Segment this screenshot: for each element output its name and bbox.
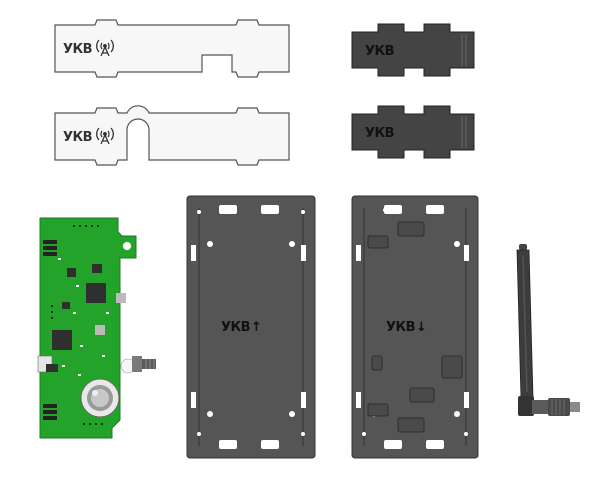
tray-left: УКВ ↑ — [186, 195, 316, 459]
panel-label: УКВ — [63, 130, 92, 145]
small-chip — [62, 302, 70, 309]
antenna-icon — [96, 39, 114, 57]
crystal — [95, 325, 105, 335]
tray-label: УКВ — [386, 320, 415, 335]
tray-label: УКВ — [221, 320, 250, 335]
antenna-icon — [96, 127, 114, 145]
dark-panel-top: УКВ — [351, 23, 475, 77]
crystal — [116, 293, 126, 303]
panel-label: УКВ — [365, 126, 394, 141]
mcu-chip — [86, 283, 106, 303]
arrow-up-icon: ↑ — [251, 320, 261, 335]
light-panel-bottom: УКВ — [54, 105, 290, 166]
light-panel-top: УКВ — [54, 19, 290, 78]
rf-chip — [52, 330, 72, 350]
arrow-down-icon: ↓ — [416, 320, 426, 335]
sma-connector — [132, 356, 156, 372]
small-chip — [92, 264, 102, 273]
antenna — [516, 244, 580, 416]
panel-label: УКВ — [63, 42, 92, 57]
small-chip — [67, 268, 76, 277]
pin-header — [43, 240, 57, 420]
panel-label: УКВ — [365, 44, 394, 59]
pcb-board — [37, 217, 156, 439]
coin-cell-holder — [80, 378, 120, 418]
tray-right: УКВ ↓ — [351, 195, 479, 459]
dark-panel-bottom: УКВ — [351, 105, 475, 159]
